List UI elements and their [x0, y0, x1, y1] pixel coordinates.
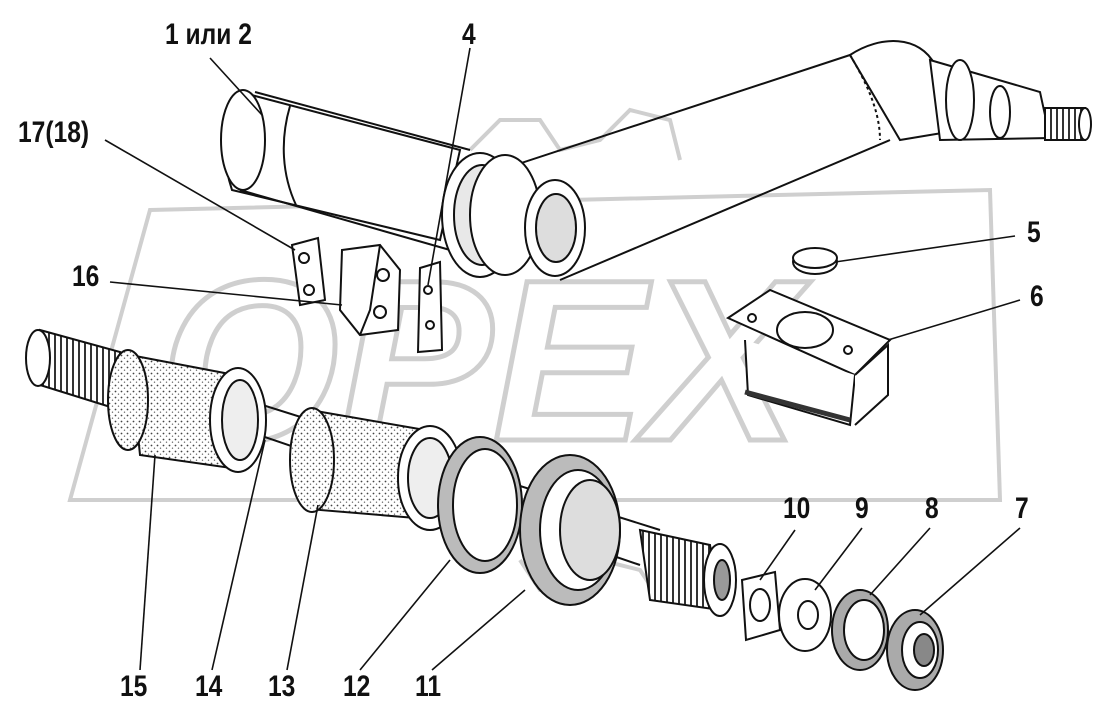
axle-housing-part — [220, 40, 1092, 281]
bearing-part-11 — [519, 454, 621, 606]
label-part-8: 8 — [925, 492, 939, 525]
ring-part-8 — [831, 589, 889, 671]
label-part-4: 4 — [462, 18, 476, 51]
label-part-9: 9 — [855, 492, 869, 525]
label-part-1-or-2: 1 или 2 — [165, 18, 252, 51]
washer-part-10 — [740, 570, 782, 642]
seal-ring-part-12 — [437, 436, 523, 574]
label-part-12: 12 — [343, 670, 371, 703]
gasket-part-17 — [290, 236, 327, 307]
label-part-16: 16 — [72, 260, 100, 293]
leader-lines — [104, 47, 1021, 671]
plug-part-5 — [792, 247, 838, 275]
bracket-part-6 — [725, 288, 892, 427]
label-part-13: 13 — [268, 670, 296, 703]
washer-part-9 — [778, 578, 832, 652]
label-part-7: 7 — [1015, 492, 1029, 525]
sleeve-part-15 — [107, 349, 267, 473]
shim-part-4 — [416, 260, 444, 354]
seal-part-7 — [886, 609, 944, 691]
label-part-5: 5 — [1027, 216, 1041, 249]
label-part-15: 15 — [120, 670, 148, 703]
label-part-11: 11 — [415, 670, 442, 703]
bracket-part-16 — [338, 243, 402, 337]
label-part-10: 10 — [783, 492, 811, 525]
label-part-17-18: 17(18) — [18, 116, 90, 149]
sleeve-part-13 — [289, 407, 463, 531]
label-part-14: 14 — [195, 670, 223, 703]
label-part-6: 6 — [1030, 280, 1044, 313]
